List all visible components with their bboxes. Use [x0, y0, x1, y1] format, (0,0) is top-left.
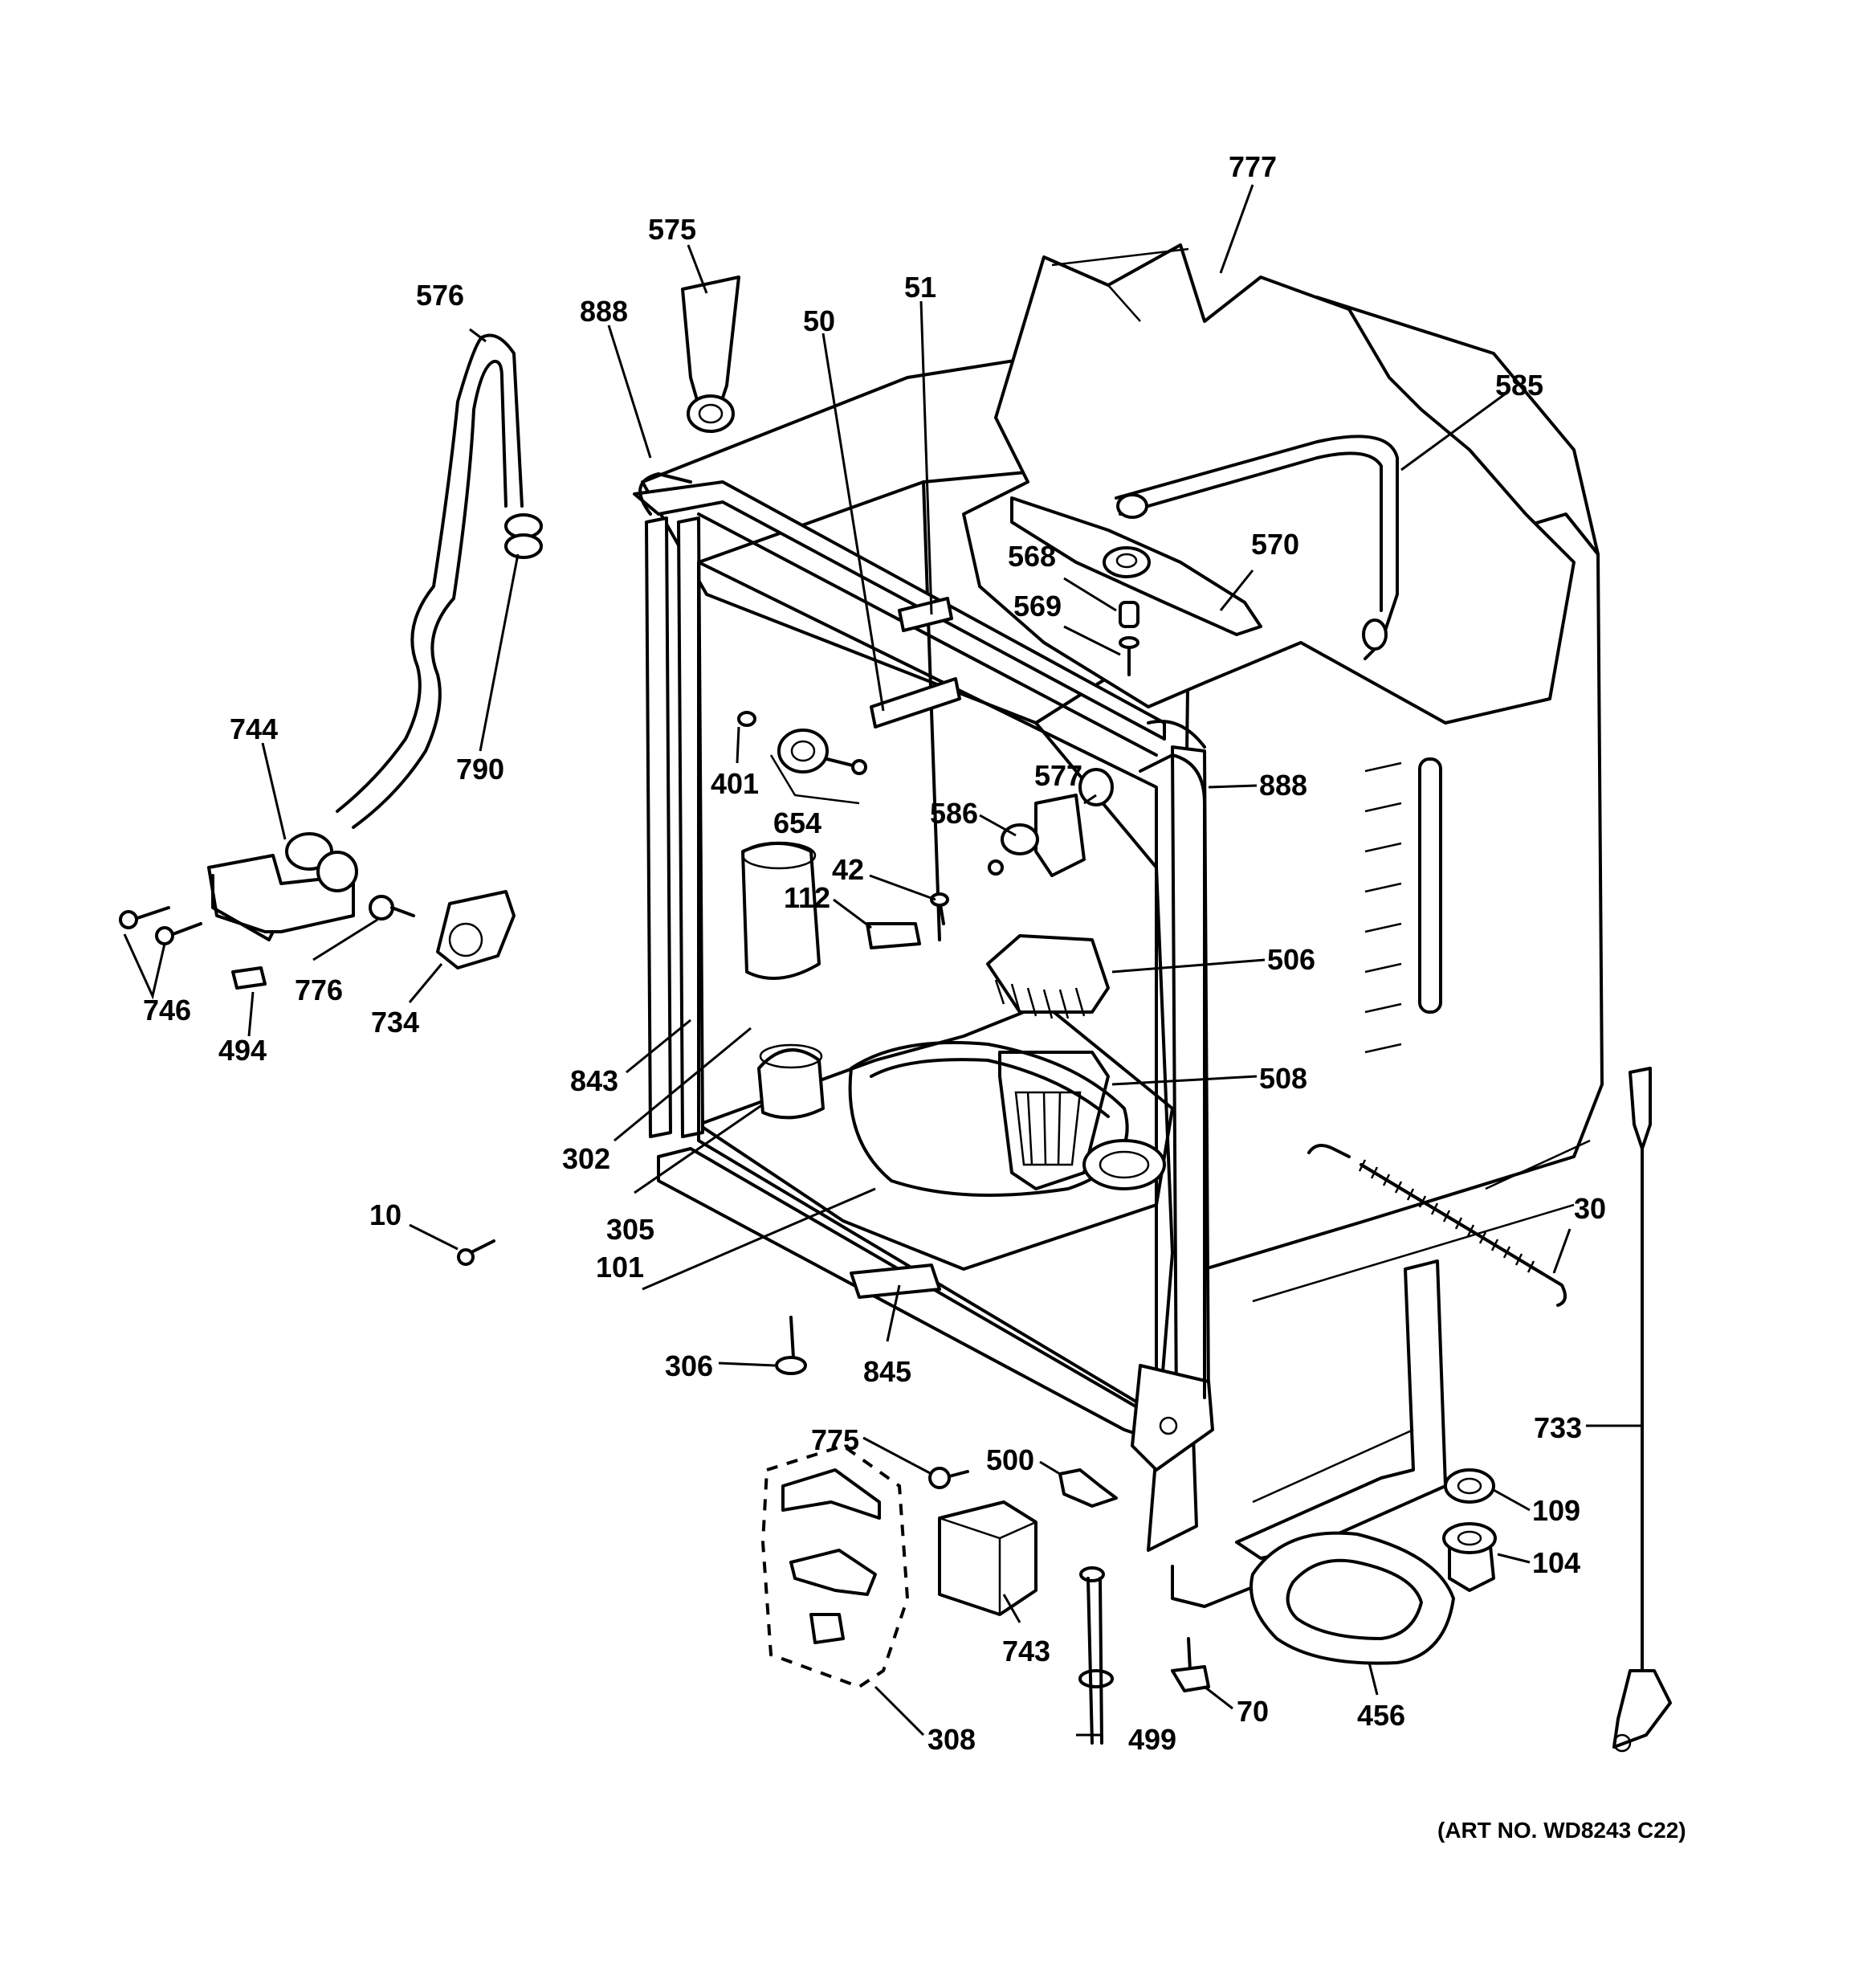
- callout-42: 42: [832, 853, 864, 886]
- bumper-401: [737, 711, 756, 727]
- art-number: (ART NO. WD8243 C22): [1437, 1818, 1686, 1843]
- callout-775: 775: [811, 1423, 859, 1456]
- callout-50: 50: [803, 304, 835, 337]
- clip-494: [231, 966, 267, 990]
- callout-30: 30: [1574, 1192, 1606, 1225]
- callout-401: 401: [711, 767, 759, 800]
- gasket-456: [1249, 1531, 1455, 1665]
- tub-top-cutaway: [962, 243, 1576, 725]
- callout-776: 776: [295, 974, 343, 1006]
- control-board-308: [760, 1443, 910, 1689]
- pump-302-305: [741, 841, 825, 1120]
- screw-775: [928, 1467, 969, 1489]
- door-cable-733: [1612, 1067, 1672, 1753]
- callout-777: 777: [1229, 150, 1277, 183]
- leveling-leg-70: [1171, 1637, 1210, 1692]
- callout-569: 569: [1013, 590, 1062, 623]
- callout-577: 577: [1034, 759, 1082, 792]
- callout-labels: 777 575 576 888 51 50 585 570 568 569 74…: [143, 150, 1606, 1756]
- upper-spray-tube: [1115, 435, 1399, 660]
- bracket-500: [1058, 1468, 1118, 1508]
- screw-42-clip-112: [866, 892, 949, 949]
- callout-508: 508: [1259, 1062, 1307, 1095]
- transformer-743: [938, 1500, 1037, 1616]
- callout-570: 570: [1251, 528, 1299, 561]
- callout-575: 575: [648, 213, 696, 246]
- sump-hose-101: [848, 1041, 1166, 1197]
- callout-305: 305: [606, 1213, 654, 1246]
- filter-cover-506: [986, 934, 1110, 1019]
- callout-654: 654: [773, 806, 821, 839]
- callout-843: 843: [570, 1064, 618, 1097]
- fill-hose-576: [336, 333, 524, 829]
- callout-494: 494: [218, 1034, 267, 1067]
- callout-104: 104: [1532, 1546, 1580, 1579]
- callout-112: 112: [784, 881, 830, 914]
- harness-499: [1078, 1566, 1114, 1745]
- callout-746: 746: [143, 994, 191, 1027]
- callout-506: 506: [1267, 943, 1315, 976]
- callout-586: 586: [930, 797, 978, 830]
- screw-776: [369, 895, 415, 921]
- leader-lines: [123, 184, 1642, 1737]
- callout-744: 744: [230, 712, 278, 745]
- callout-568: 568: [1008, 540, 1056, 573]
- vent-654: [769, 729, 867, 805]
- callout-308: 308: [927, 1723, 976, 1756]
- callout-845: 845: [863, 1355, 911, 1388]
- base-frame: [1171, 1259, 1447, 1608]
- callout-51: 51: [904, 271, 936, 304]
- screw-10: [457, 1239, 495, 1266]
- door-spring-30: [1307, 1144, 1567, 1307]
- filter-basket-508: [998, 1051, 1110, 1190]
- callout-733: 733: [1534, 1411, 1582, 1444]
- callout-109: 109: [1532, 1494, 1580, 1527]
- upper-spray-arm: [1010, 496, 1262, 636]
- screws-746: [119, 906, 202, 945]
- callout-790: 790: [456, 753, 504, 786]
- spray-arm-fasteners: [1119, 601, 1139, 676]
- callout-70: 70: [1237, 1695, 1269, 1728]
- callout-306: 306: [665, 1349, 713, 1382]
- callout-302: 302: [562, 1142, 610, 1175]
- callout-456: 456: [1357, 1699, 1405, 1732]
- callout-499: 499: [1128, 1723, 1176, 1756]
- fill-funnel: [988, 768, 1114, 877]
- sensor-306: [775, 1316, 807, 1375]
- fill-chute-575: [681, 276, 740, 433]
- toe-bar-845: [850, 1263, 941, 1299]
- callout-10: 10: [369, 1198, 402, 1231]
- float-switch-734: [436, 890, 516, 970]
- callout-743: 743: [1002, 1635, 1050, 1668]
- callout-888-side: 888: [1259, 769, 1307, 802]
- callout-888-top: 888: [580, 295, 628, 328]
- nut-104: [1442, 1522, 1497, 1592]
- hose-clamp-790: [504, 513, 543, 559]
- washer-109: [1444, 1468, 1495, 1504]
- callout-101: 101: [596, 1251, 644, 1284]
- callout-734: 734: [371, 1006, 419, 1039]
- frame-brackets: [870, 597, 961, 729]
- callout-500: 500: [986, 1443, 1034, 1476]
- callout-576: 576: [416, 279, 464, 312]
- inlet-valve-744: [207, 832, 358, 941]
- callout-585: 585: [1495, 369, 1543, 402]
